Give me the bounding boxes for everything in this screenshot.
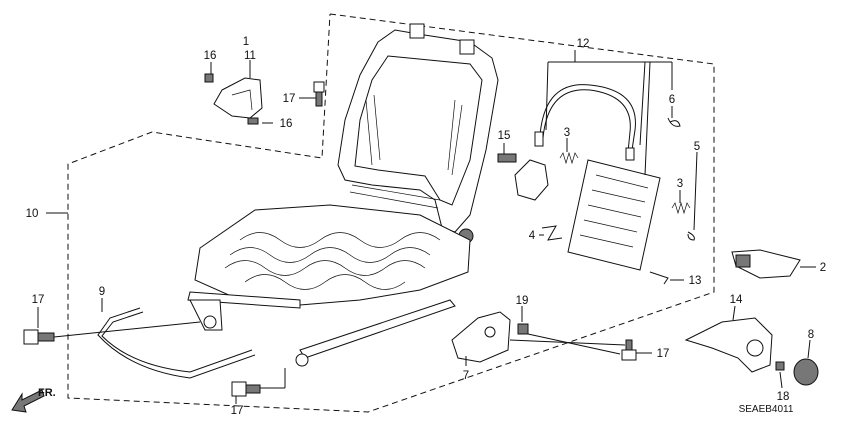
callout-1: 1 — [243, 36, 249, 48]
callout-7: 7 — [463, 370, 469, 382]
callout-11: 11 — [244, 50, 256, 62]
callout-4: 4 — [529, 230, 536, 242]
callout-19: 19 — [516, 295, 529, 307]
bracket-7 — [451, 311, 511, 363]
bolt-17-right — [621, 339, 637, 361]
lumbar-cable — [534, 84, 636, 161]
callout-5: 5 — [694, 141, 700, 153]
drawing-code: SEAEB4011 — [739, 404, 794, 415]
lumbar-adjuster — [497, 153, 549, 201]
callout-13: 13 — [689, 275, 702, 287]
callout-15: 15 — [498, 130, 511, 142]
slide-lever-9 — [97, 307, 256, 379]
callout-16-upper: 16 — [204, 50, 217, 62]
assembly-boundary — [67, 13, 715, 413]
clip-6 — [667, 117, 681, 127]
callout-3-upper: 3 — [564, 127, 570, 139]
spring-lower — [671, 201, 691, 215]
leader-lines — [37, 50, 816, 404]
wire-clip-13 — [649, 271, 669, 285]
front-direction-label: FR. — [38, 387, 56, 399]
clip-5 — [687, 231, 695, 241]
callout-12: 12 — [577, 38, 590, 50]
callout-17-upper: 17 — [283, 93, 296, 105]
wire-clip-4 — [541, 225, 563, 241]
callout-17-right: 17 — [657, 348, 670, 360]
cap-8 — [793, 358, 819, 386]
seat-cushion-frame — [187, 204, 471, 367]
bolt-16-lower — [247, 117, 259, 125]
knob-cover-part — [213, 77, 263, 119]
callout-10: 10 — [26, 208, 39, 220]
callout-17-bottom: 17 — [231, 405, 244, 417]
side-cover-2 — [731, 249, 801, 279]
front-direction-arrow-icon — [11, 389, 45, 413]
lumbar-support-panel — [567, 159, 661, 271]
callout-16-lower: 16 — [280, 118, 293, 130]
callout-17-left: 17 — [32, 294, 45, 306]
bolt-16-upper — [204, 73, 214, 83]
callout-9: 9 — [99, 286, 105, 298]
callout-8: 8 — [808, 329, 814, 341]
callout-6: 6 — [669, 94, 675, 106]
callout-18: 18 — [777, 391, 790, 403]
nut-19 — [517, 323, 529, 335]
callout-3-lower: 3 — [677, 178, 683, 190]
screw-18 — [775, 361, 785, 371]
bolt-17-bottom — [231, 381, 261, 397]
seat-back-frame — [337, 23, 499, 244]
bolt-17-upper — [313, 81, 325, 107]
recliner-cover-14 — [684, 317, 773, 373]
callout-2: 2 — [820, 262, 826, 274]
bolt-17-left — [23, 329, 55, 345]
spring-upper — [559, 151, 579, 165]
callout-14: 14 — [730, 294, 743, 306]
